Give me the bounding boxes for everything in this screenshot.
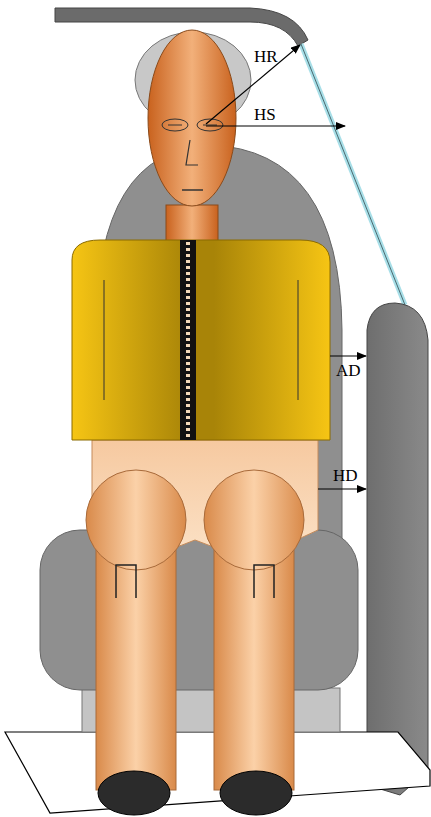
dimension-label: HS bbox=[254, 106, 276, 123]
dimension-label: AD bbox=[336, 362, 361, 379]
dimension-label: HD bbox=[333, 467, 358, 484]
dimension-label: HR bbox=[254, 48, 278, 65]
